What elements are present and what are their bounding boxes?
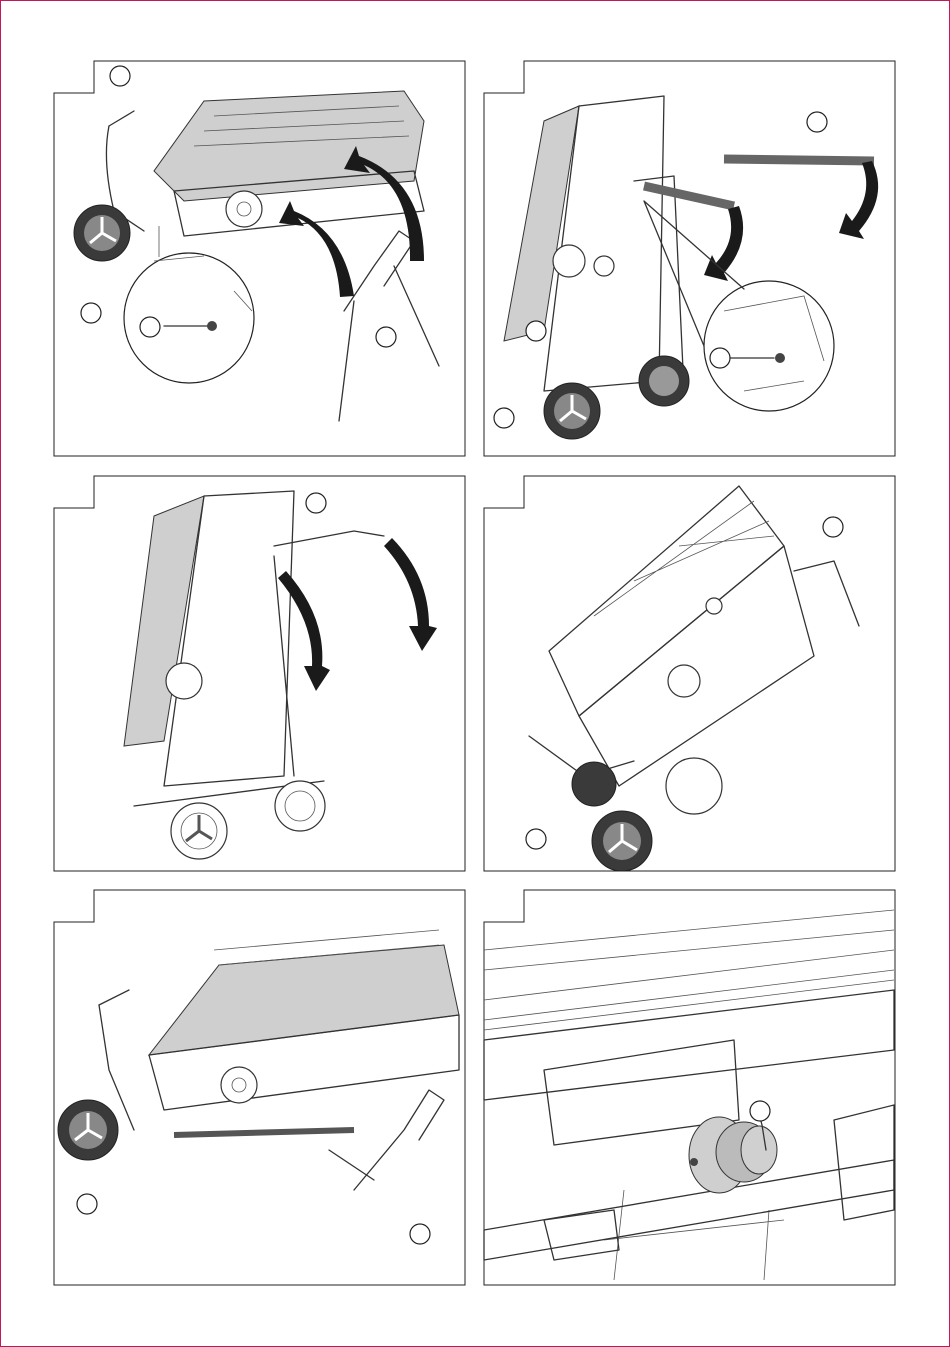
- callout-circle: [710, 348, 730, 368]
- callout-circle: [526, 829, 546, 849]
- callout-circle: [77, 1194, 97, 1214]
- callout-circle: [306, 493, 326, 513]
- callout-circle: [750, 1101, 770, 1121]
- callout-circle: [807, 112, 827, 132]
- figure-panel-2: [484, 61, 896, 457]
- figure-panel-3: [54, 476, 466, 872]
- callout-circle: [81, 303, 101, 323]
- callout-circle: [410, 1224, 430, 1244]
- callout-circle: [526, 321, 546, 341]
- figure-panel-6: [484, 890, 896, 1286]
- figure-panel-4: [484, 476, 896, 872]
- callout-circle: [140, 317, 160, 337]
- callout-circle: [110, 66, 130, 86]
- callout-circle: [494, 408, 514, 428]
- callout-circle: [823, 517, 843, 537]
- figure-panel-5: [54, 890, 466, 1286]
- callout-circle: [376, 327, 396, 347]
- figure-panel-1: [54, 61, 466, 457]
